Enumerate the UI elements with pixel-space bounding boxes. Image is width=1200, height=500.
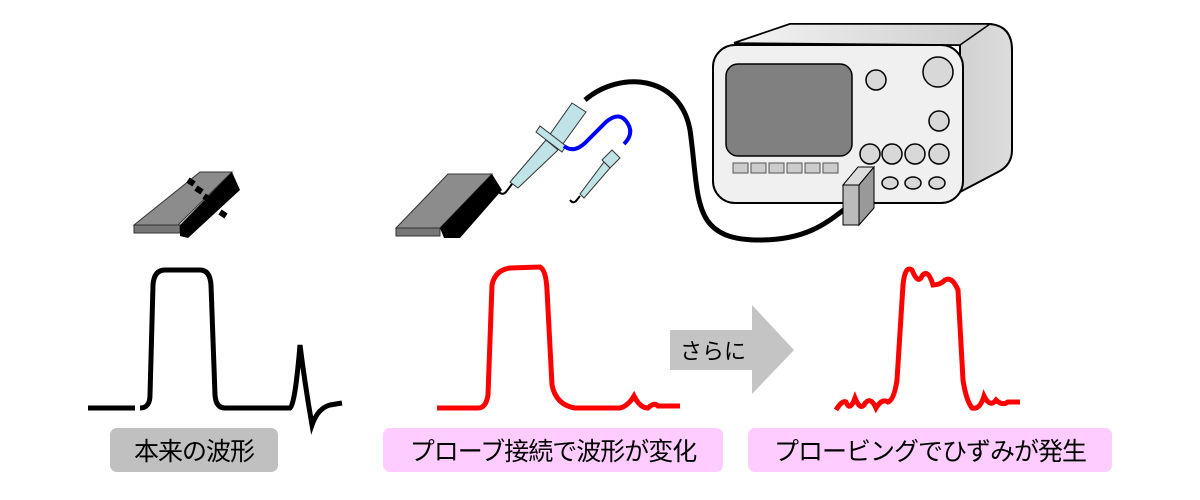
original-waveform-label: 本来の波形: [110, 428, 278, 472]
ic-chip-original: [132, 171, 240, 238]
probe-cable: [583, 79, 852, 243]
original-waveform: [88, 267, 343, 435]
oscilloscope-screen: [725, 63, 853, 157]
probe-connected-label: プローブ接続で波形が変化: [383, 428, 723, 472]
ic-chip-probed: [394, 173, 502, 238]
oscilloscope: [712, 23, 1013, 227]
ground-lead: [562, 114, 633, 152]
probing-distortion-label: プロービングでひずみが発生: [748, 428, 1112, 472]
probe: [497, 102, 633, 204]
probing-distortion-waveform: [833, 266, 1020, 414]
probe-changed-waveform: [437, 264, 680, 411]
arrow-label: さらに: [679, 340, 746, 365]
next-arrow: [670, 305, 794, 394]
